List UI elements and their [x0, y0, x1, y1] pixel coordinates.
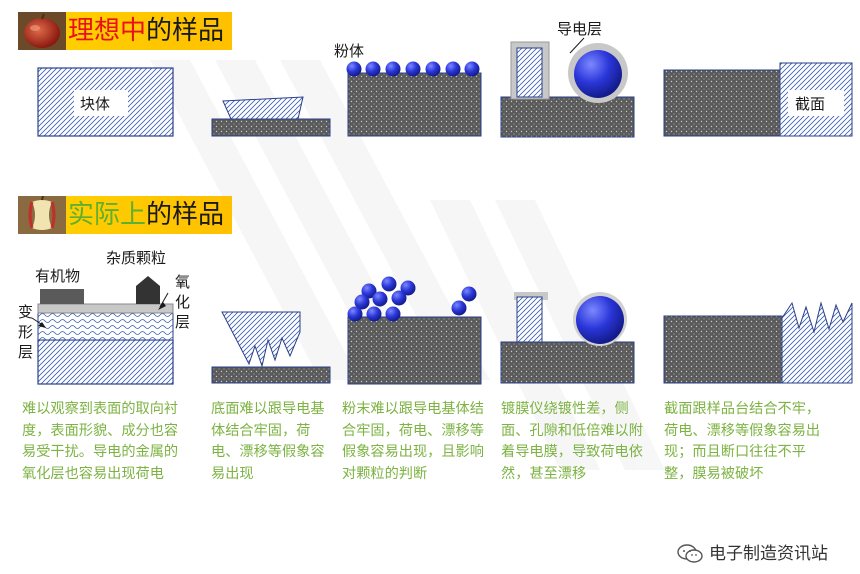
wechat-icon	[677, 544, 703, 563]
ideal-title-banner: 理想中的样品	[18, 12, 233, 50]
ideal-bulk	[37, 67, 174, 137]
ideal-powder	[346, 61, 482, 137]
description-section: 截面跟样品台结合不牢，荷电、漂移等假象容易出现；而且断口往往不平整，膜易被破坏	[664, 401, 821, 482]
apple-core-icon	[18, 196, 66, 234]
oxide-label: 氧化层	[175, 273, 191, 331]
actual-bulk	[31, 276, 174, 385]
actual-powder	[347, 276, 482, 385]
ideal-cross-section	[663, 62, 853, 137]
ideal-coated	[500, 37, 635, 138]
section-label: 截面	[795, 95, 826, 113]
actual-coated	[500, 292, 635, 384]
bulk-label: 块体	[80, 95, 111, 113]
coating-label: 导电层	[557, 20, 603, 38]
organic-label: 有机物	[35, 267, 81, 285]
footer-text: 电子制造资讯站	[709, 544, 828, 564]
actual-title-rest: 的样品	[146, 200, 225, 230]
deformed-label: 变形层	[18, 303, 34, 361]
description-powder: 粉末难以跟导电基体结合牢固，荷电、漂移等假象容易出现，且影响对颗粒的判断	[342, 401, 484, 482]
ideal-flat-sample	[211, 96, 331, 137]
actual-title-highlight: 实际上	[68, 200, 147, 230]
ideal-title-rest: 的样品	[146, 16, 225, 46]
description-flat: 底面难以跟导电基体结合牢固，荷电、漂移等假象容易出现	[211, 401, 325, 482]
description-bulk: 难以观察到表面的取向衬度，表面形貌、成分也容易受干扰。导电的金属的氧化层也容易出…	[22, 401, 179, 482]
apple-icon	[18, 12, 66, 50]
ideal-title-highlight: 理想中	[68, 16, 147, 46]
actual-title-banner: 实际上的样品	[18, 196, 233, 234]
footer-watermark: 电子制造资讯站	[677, 539, 828, 564]
actual-cross-section	[663, 301, 853, 384]
actual-flat-sample	[211, 311, 331, 384]
powder-label: 粉体	[334, 42, 365, 60]
description-coated: 镀膜仪绕镀性差，侧面、孔隙和低倍难以附着导电膜，导致荷电依然，甚至漂移	[501, 401, 643, 482]
impurity-label: 杂质颗粒	[106, 249, 167, 267]
